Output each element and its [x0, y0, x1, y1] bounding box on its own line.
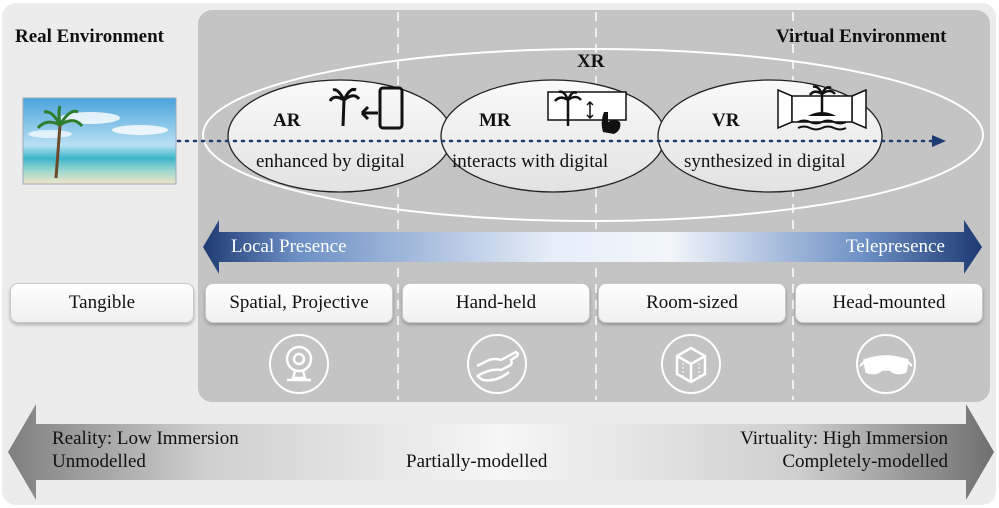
reality-low-immersion-label: Reality: Low Immersion [52, 428, 239, 449]
dotted-arrow-head [932, 135, 946, 147]
unmodelled-label: Unmodelled [52, 451, 146, 472]
beach-image [22, 97, 177, 185]
completely-modelled-label: Completely-modelled [782, 451, 948, 472]
xr-label: XR [577, 51, 605, 72]
webcam-icon [269, 334, 329, 394]
device-tangible: Tangible [10, 283, 194, 323]
xr-ellipse [202, 48, 984, 222]
device-hand-held: Hand-held [402, 283, 590, 323]
palm-tree-touch-icon [547, 90, 627, 134]
immersion-arrow [8, 404, 994, 500]
device-head-mounted: Head-mounted [795, 283, 983, 323]
telepresence-label: Telepresence [846, 236, 945, 257]
local-presence-label: Local Presence [231, 236, 347, 257]
mr-label: MR [479, 110, 511, 131]
virtual-environment-title: Virtual Environment [776, 26, 947, 47]
device-spatial-projective: Spatial, Projective [205, 283, 393, 323]
ar-label: AR [273, 110, 301, 131]
presence-arrow [203, 220, 982, 274]
vr-headset-icon [856, 334, 916, 394]
device-room-sized: Room-sized [598, 283, 786, 323]
virtuality-high-immersion-label: Virtuality: High Immersion [740, 428, 948, 449]
palm-tree-phone-icon [328, 86, 404, 130]
island-immersive-icon [777, 85, 867, 131]
mr-description: interacts with digital [452, 151, 609, 172]
cube-icon [661, 334, 721, 394]
ar-description: enhanced by digital [256, 151, 405, 172]
partially-modelled-label: Partially-modelled [406, 451, 548, 472]
hand-icon [467, 334, 527, 394]
vr-label: VR [712, 110, 740, 131]
real-environment-title: Real Environment [15, 26, 165, 47]
vr-description: synthesized in digital [684, 151, 846, 172]
